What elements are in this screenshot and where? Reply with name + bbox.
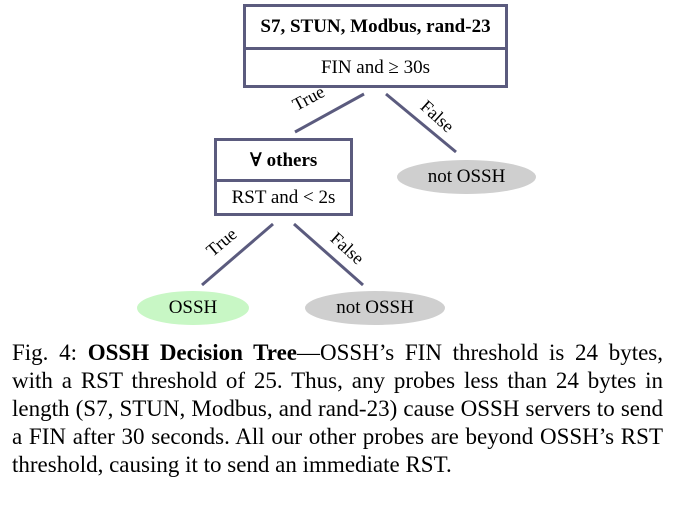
root-node-condition: FIN and ≥ 30s	[246, 47, 505, 85]
caption-dash: —	[297, 340, 321, 365]
leaf-child-true: OSSH	[137, 291, 249, 325]
caption-text: OSSH’s FIN threshold is 24 bytes, with a…	[12, 340, 664, 477]
edge-root-false	[385, 92, 457, 154]
edge-child-false	[293, 222, 364, 287]
child-node: ∀ others RST and < 2s	[214, 138, 353, 216]
root-node: S7, STUN, Modbus, rand-23 FIN and ≥ 30s	[243, 4, 508, 88]
leaf-child-false: not OSSH	[305, 291, 445, 325]
leaf-root-false: not OSSH	[397, 160, 536, 194]
child-node-condition: RST and < 2s	[217, 179, 350, 213]
child-node-header: ∀ others	[249, 149, 318, 171]
edge-root-true	[294, 92, 365, 134]
edge-child-true	[201, 222, 274, 287]
caption-prefix: Fig. 4:	[12, 340, 78, 365]
figure-caption: Fig. 4: OSSH Decision Tree—OSSH’s FIN th…	[12, 339, 663, 479]
root-node-header: S7, STUN, Modbus, rand-23	[260, 16, 491, 37]
caption-title: OSSH Decision Tree	[87, 340, 298, 365]
